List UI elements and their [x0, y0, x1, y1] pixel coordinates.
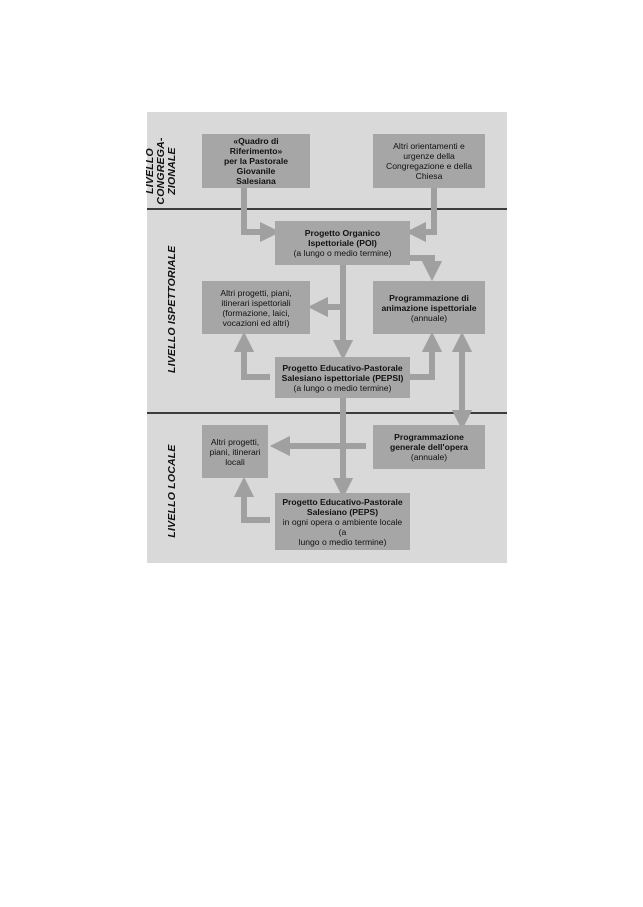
prog-animazione-line-1: (annuale) [410, 312, 448, 323]
arrow-pepsi-animazione [406, 331, 443, 380]
altri-progetti-isp-line-3: (formazione, laici, [222, 307, 290, 318]
pepsi-line-1: (a lungo o medio termine) [293, 382, 392, 393]
box-altri-progetti-ispettoriali: Altri progetti, piani,itinerari ispettor… [202, 281, 310, 334]
peps-bold-line-2: Salesiano (PEPS) [306, 506, 379, 517]
altri-progetti-isp-line-1: Altri progetti, piani, [220, 287, 292, 298]
peps-bold-line-1: Progetto Educativo-Pastorale [282, 496, 403, 507]
altri-orientamenti-line-3: Congregazione e della [385, 161, 472, 171]
altri-progetti-isp-line-2: itinerari ispettoriali [221, 297, 291, 308]
box-quadro-riferimento: «Quadro di Riferimento»per la Pastorale … [202, 134, 310, 188]
divider-congregazionale [147, 208, 507, 210]
quadro-bold-line-2: per la Pastorale Giovanile [223, 156, 288, 176]
altri-progetti-isp-line-4: vocazioni ed altri) [222, 317, 290, 328]
level-locale-label: LIVELLO LOCALE [166, 444, 178, 538]
arrow-peps-altri-loc [233, 476, 270, 523]
altri-progetti-loc-line-2: piani, itinerari [209, 446, 261, 457]
prog-generale-bold-line-1: Programmazione [394, 432, 464, 442]
poi-bold-line-2: Ispettoriale (POI) [308, 238, 377, 248]
altri-orientamenti-line-2: urgenze della [403, 151, 455, 161]
arrow-poi-animazione [406, 255, 443, 282]
poi-bold-line-1: Progetto Organico [304, 228, 381, 238]
pepsi-bold-line-2: Salesiano ispettoriale (PEPSI) [281, 372, 404, 383]
altri-orientamenti-line-1: Altri orientamenti e [393, 141, 465, 151]
prog-animazione-bold-line-2: animazione ispettoriale [381, 302, 477, 313]
peps-line-1: in ogni opera o ambiente locale (a [282, 516, 403, 537]
poi-line-1: (a lungo o medio termine) [293, 248, 392, 258]
quadro-bold-line-1: «Quadro di Riferimento» [229, 136, 283, 156]
pepsi-bold-line-1: Progetto Educativo-Pastorale [282, 362, 403, 373]
altri-progetti-loc-line-1: Altri progetti, [210, 436, 260, 447]
prog-generale-line-1: (annuale) [410, 452, 448, 462]
quadro-bold-line-3: Salesiana [236, 176, 276, 186]
arrow-altri-poi [405, 188, 437, 243]
arrow-pepsi-altri-isp [233, 331, 270, 380]
divider-ispettoriale [147, 412, 507, 414]
arrow-quadro-poi [241, 188, 281, 243]
peps-line-2: lungo o medio termine) [298, 536, 387, 547]
altri-orientamenti-line-4: Chiesa [415, 171, 443, 181]
prog-animazione-bold-line-1: Programmazione di [389, 292, 469, 303]
altri-progetti-loc-line-3: locali [225, 456, 245, 467]
level-ispettoriale-label: LIVELLO ISPETTORIALE [166, 245, 178, 373]
prog-generale-bold-line-2: generale dell'opera [390, 442, 468, 452]
level-congregazionale-label: LIVELLO CONGREGA- ZIONALE [144, 136, 181, 206]
level-congregazionale-line-3: ZIONALE [166, 147, 178, 195]
